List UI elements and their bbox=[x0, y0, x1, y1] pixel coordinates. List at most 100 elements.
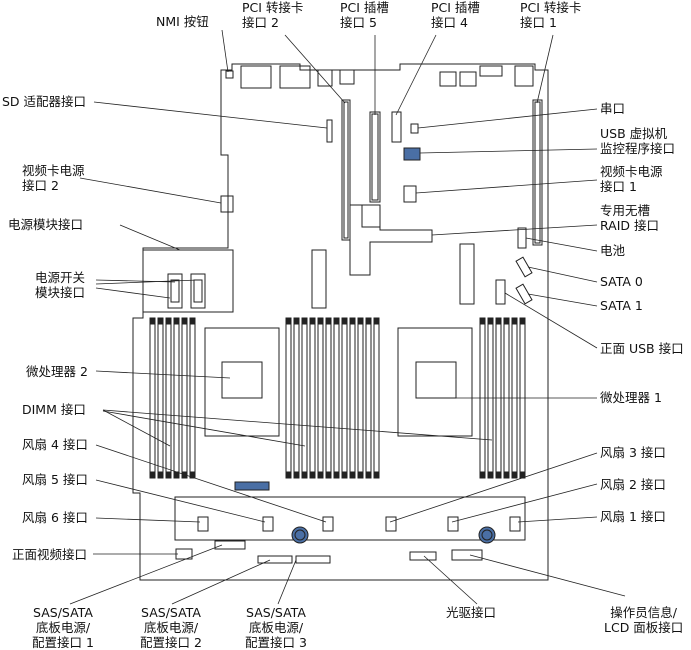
dimm-latch-top bbox=[349, 317, 356, 325]
dimm-slot bbox=[165, 317, 172, 479]
label-raid-line2: RAID 接口 bbox=[600, 218, 660, 233]
label-sas2: SAS/SATA 底板电源/ 配置接口 2 bbox=[140, 605, 202, 650]
label-pci-riser1-line1: PCI 转接卡 bbox=[520, 0, 582, 15]
dimm-latch-bottom bbox=[189, 471, 196, 479]
label-sas1-line2: 底板电源/ bbox=[35, 620, 91, 635]
dimm-slot bbox=[173, 317, 180, 479]
label-power-switch-line1: 电源开关 bbox=[35, 270, 86, 285]
dimm-latch-top bbox=[293, 317, 300, 325]
sas3-shape bbox=[295, 555, 331, 564]
rear-port-6 bbox=[459, 71, 477, 87]
dimm-latch-top bbox=[511, 317, 518, 325]
battery-shape bbox=[517, 227, 527, 249]
operator-shape bbox=[451, 549, 483, 561]
label-pci-slot5-line1: PCI 插槽 bbox=[340, 0, 389, 15]
pci-riser2-slot bbox=[341, 99, 351, 241]
label-pci-riser2-line1: PCI 转接卡 bbox=[242, 0, 304, 15]
label-sas1-line1: SAS/SATA bbox=[33, 605, 93, 620]
dimm-latch-bottom bbox=[349, 471, 356, 479]
dimm-slot bbox=[149, 317, 156, 479]
label-operator-info-line1: 操作员信息/ bbox=[610, 605, 677, 620]
sata1-shape bbox=[515, 283, 533, 305]
label-sas2-line1: SAS/SATA bbox=[141, 605, 201, 620]
fan5-connector bbox=[262, 516, 274, 532]
video-power2-shape bbox=[220, 195, 234, 213]
dimm-latch-bottom bbox=[495, 471, 502, 479]
dimm-latch-bottom bbox=[165, 471, 172, 479]
dimm-latch-top bbox=[165, 317, 172, 325]
label-fan1: 风扇 1 接口 bbox=[600, 509, 666, 524]
optical-shape bbox=[409, 551, 437, 561]
dimm-latch-top bbox=[479, 317, 486, 325]
dimm-slot bbox=[373, 317, 380, 479]
fan2-connector bbox=[447, 516, 459, 532]
label-sas3-line3: 配置接口 3 bbox=[245, 635, 307, 650]
label-operator-info: 操作员信息/ LCD 面板接口 bbox=[604, 605, 683, 635]
dimm-latch bbox=[234, 481, 270, 491]
dimm-slot bbox=[309, 317, 316, 479]
label-raid-line1: 专用无槽 bbox=[600, 203, 651, 218]
pci-riser1-slot bbox=[532, 99, 543, 246]
dimm-slot bbox=[341, 317, 348, 479]
fan6-connector bbox=[197, 516, 209, 532]
label-front-usb: 正面 USB 接口 bbox=[600, 341, 684, 356]
label-power-switch-line2: 模块接口 bbox=[35, 285, 86, 300]
label-nmi: NMI 按钮 bbox=[156, 14, 209, 29]
label-pci-riser1-line2: 接口 1 bbox=[520, 15, 557, 30]
dimm-slot bbox=[189, 317, 196, 479]
dimm-latch-bottom bbox=[333, 471, 340, 479]
label-sas3-line1: SAS/SATA bbox=[246, 605, 306, 620]
label-pci-slot5: PCI 插槽 接口 5 bbox=[340, 0, 389, 30]
cpu1-socket bbox=[397, 327, 473, 437]
dimm-latch-bottom bbox=[149, 471, 156, 479]
dimm-latch-top bbox=[317, 317, 324, 325]
dimm-latch-top bbox=[181, 317, 188, 325]
power-module-shape bbox=[142, 249, 234, 313]
dimm-latch-top bbox=[519, 317, 526, 325]
dimm-slot bbox=[317, 317, 324, 479]
dimm-slot bbox=[333, 317, 340, 479]
label-optical: 光驱接口 bbox=[446, 605, 497, 620]
label-sas3: SAS/SATA 底板电源/ 配置接口 3 bbox=[245, 605, 307, 650]
sas1-shape bbox=[257, 555, 293, 564]
dimm-latch-top bbox=[365, 317, 372, 325]
label-fan4: 风扇 4 接口 bbox=[22, 437, 88, 452]
dimm-latch-bottom bbox=[503, 471, 510, 479]
dimm-latch-top bbox=[487, 317, 494, 325]
dimm-slot bbox=[285, 317, 292, 479]
label-video-power2: 视频卡电源 接口 2 bbox=[22, 163, 85, 193]
label-usb-hypervisor-line2: 监控程序接口 bbox=[600, 141, 676, 156]
dimm-latch-top bbox=[157, 317, 164, 325]
label-sata0: SATA 0 bbox=[600, 274, 643, 289]
dimm-latch-bottom bbox=[365, 471, 372, 479]
sd-adapter-shape bbox=[326, 119, 333, 143]
rear-port-1 bbox=[240, 65, 272, 89]
label-pci-riser1: PCI 转接卡 接口 1 bbox=[520, 0, 581, 30]
label-front-video: 正面视频接口 bbox=[12, 547, 88, 562]
rear-port-2 bbox=[279, 65, 311, 89]
label-dimm: DIMM 接口 bbox=[22, 402, 86, 417]
dimm-latch-bottom bbox=[479, 471, 486, 479]
label-video-power2-line2: 接口 2 bbox=[22, 178, 59, 193]
label-sas1: SAS/SATA 底板电源/ 配置接口 1 bbox=[32, 605, 94, 650]
label-operator-info-line2: LCD 面板接口 bbox=[604, 620, 684, 635]
dimm-latch-top bbox=[285, 317, 292, 325]
fan4-connector bbox=[322, 516, 334, 532]
dimm-latch-bottom bbox=[373, 471, 380, 479]
dimm-latch-bottom bbox=[301, 471, 308, 479]
dimm-latch-top bbox=[495, 317, 502, 325]
front-usb-shape bbox=[495, 279, 506, 305]
rear-port-7 bbox=[479, 65, 503, 77]
label-pci-slot4: PCI 插槽 接口 4 bbox=[431, 0, 480, 30]
serial-port-shape bbox=[410, 123, 419, 134]
label-sata1: SATA 1 bbox=[600, 298, 643, 313]
dimm-latch-top bbox=[325, 317, 332, 325]
dimm-latch-top bbox=[357, 317, 364, 325]
rear-port-3 bbox=[317, 69, 333, 87]
label-fan6: 风扇 6 接口 bbox=[22, 510, 88, 525]
dimm-latch-bottom bbox=[511, 471, 518, 479]
label-pci-riser2-line2: 接口 2 bbox=[242, 15, 279, 30]
dimm-slot bbox=[365, 317, 372, 479]
dimm-latch-top bbox=[173, 317, 180, 325]
